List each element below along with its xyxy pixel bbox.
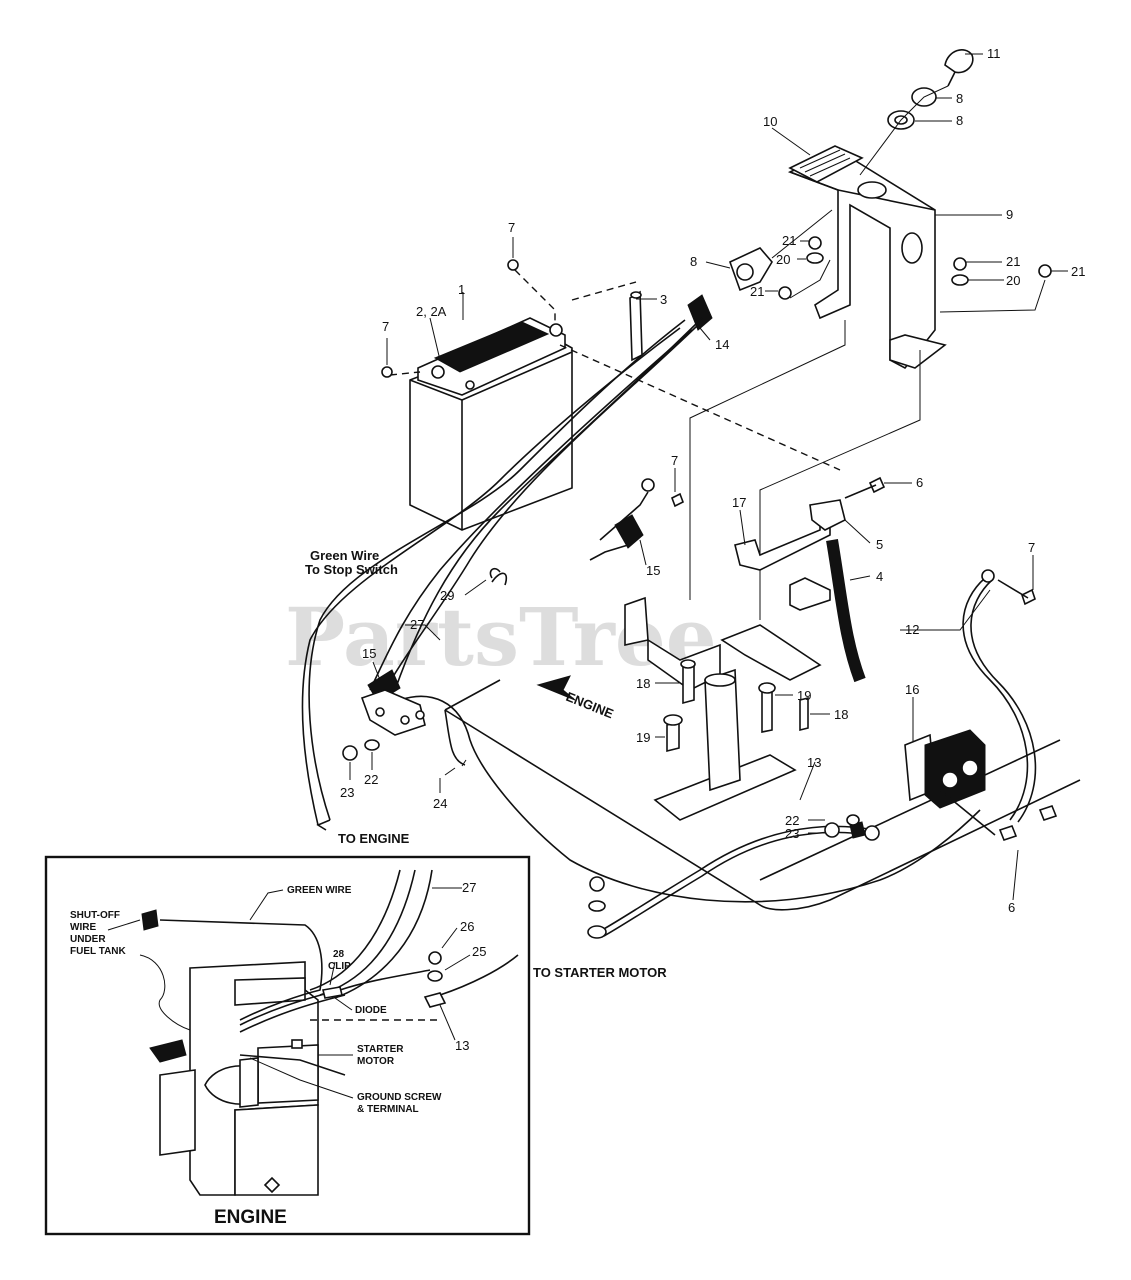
callout-19: 19 — [797, 688, 811, 703]
inset-callout-27: 27 — [462, 880, 476, 895]
to-engine-arrow — [316, 819, 331, 831]
callout-27: 27 — [410, 617, 424, 632]
callout-10: 10 — [763, 114, 777, 129]
key-switch-parts — [859, 49, 974, 176]
callout-14: 14 — [715, 337, 729, 352]
callout-1: 1 — [458, 282, 465, 297]
callout-17: 17 — [732, 495, 746, 510]
callout-21: 21 — [782, 233, 796, 248]
ignition-switch — [729, 209, 833, 292]
inset-green-wire-label: GREEN WIRE — [287, 885, 352, 896]
inset-callout-13: 13 — [455, 1038, 469, 1053]
mounting-bolts — [663, 659, 809, 753]
callout-20: 20 — [1006, 273, 1020, 288]
callout-7: 7 — [382, 319, 389, 334]
callout-9: 9 — [1006, 207, 1013, 222]
starter-cable — [587, 814, 880, 939]
callout-15: 15 — [362, 646, 376, 661]
callout-8: 8 — [956, 113, 963, 128]
inset-starter-label-2: MOTOR — [357, 1056, 395, 1067]
callout-20: 20 — [776, 252, 790, 267]
callout-18: 18 — [636, 676, 650, 691]
inset-shutoff-label-2: WIRE — [70, 922, 96, 933]
inset-ground-label-2: & TERMINAL — [357, 1104, 419, 1115]
leader-lines — [349, 53, 1068, 901]
callout-21: 21 — [1071, 264, 1085, 279]
inset-engine-title: ENGINE — [214, 1207, 287, 1228]
callout-8: 8 — [956, 91, 963, 106]
inset-callout-26: 26 — [460, 919, 474, 934]
annotations: Green Wire To Stop Switch TO ENGINE TO S… — [305, 548, 667, 980]
inset-shutoff-label-4: FUEL TANK — [70, 946, 127, 957]
watermark: PartsTree — [285, 590, 717, 684]
connector-plug — [629, 290, 713, 362]
solenoid — [904, 729, 1058, 841]
callout-11: 11 — [987, 46, 1001, 61]
stop-switch-label: To Stop Switch — [305, 562, 398, 577]
engine-arrow-label: ENGINE — [564, 689, 616, 722]
callout-7: 7 — [508, 220, 515, 235]
callout-7: 7 — [671, 453, 678, 468]
to-starter-label: TO STARTER MOTOR — [533, 965, 667, 980]
cable-sleeve — [809, 499, 866, 683]
inset-shutoff-label-1: SHUT-OFF — [70, 910, 120, 921]
inset-clip-label: CLIP — [328, 961, 351, 972]
inset-starter-label-1: STARTER — [357, 1044, 404, 1055]
battery — [409, 317, 573, 531]
callout-23: 23 — [340, 785, 354, 800]
switch-bracket — [787, 149, 947, 370]
callout-16: 16 — [905, 682, 919, 697]
engine-inset: GREEN WIRE 27 SHUT-OFF WIRE UNDER FUEL T… — [44, 855, 531, 1236]
inset-diode-label: DIODE — [355, 1005, 387, 1016]
callout-6: 6 — [916, 475, 923, 490]
callout-23: 23 — [785, 826, 799, 841]
ground-cable — [962, 569, 1037, 823]
callout-2-2a: 2, 2A — [416, 304, 447, 319]
to-engine-label: TO ENGINE — [338, 831, 410, 846]
callout-22: 22 — [364, 772, 378, 787]
callout-8: 8 — [690, 254, 697, 269]
pedestal — [653, 624, 822, 821]
decal — [788, 145, 864, 183]
callout-21: 21 — [1006, 254, 1020, 269]
bracket-hardware — [778, 236, 1052, 313]
callout-7: 7 — [1028, 540, 1035, 555]
clip — [489, 567, 501, 579]
callout-4: 4 — [876, 569, 883, 584]
inset-clip-number: 28 — [333, 949, 345, 960]
callout-29: 29 — [440, 588, 454, 603]
callout-12: 12 — [905, 622, 919, 637]
callout-3: 3 — [660, 292, 667, 307]
solenoid-lead — [589, 478, 655, 561]
callout-21: 21 — [750, 284, 764, 299]
callout-22: 22 — [785, 813, 799, 828]
callout-5: 5 — [876, 537, 883, 552]
inset-ground-label-1: GROUND SCREW — [357, 1092, 442, 1103]
harness-plug — [360, 669, 426, 736]
left-nut-washer — [342, 739, 467, 776]
callout-15: 15 — [646, 563, 660, 578]
mounting-plate — [444, 679, 1081, 911]
callout-13: 13 — [807, 755, 821, 770]
callout-24: 24 — [433, 796, 447, 811]
callout-18: 18 — [834, 707, 848, 722]
bolt-hardware — [381, 259, 1036, 606]
callout-numbers: 11 8 8 10 9 21 20 21 21 20 21 8 3 14 1 2… — [340, 46, 1085, 915]
inset-callout-25: 25 — [472, 944, 486, 959]
wiring-harness — [301, 317, 981, 903]
inset-shutoff-label-3: UNDER — [70, 934, 106, 945]
green-wire-label: Green Wire — [310, 548, 379, 563]
callout-6: 6 — [1008, 900, 1015, 915]
callout-19: 19 — [636, 730, 650, 745]
